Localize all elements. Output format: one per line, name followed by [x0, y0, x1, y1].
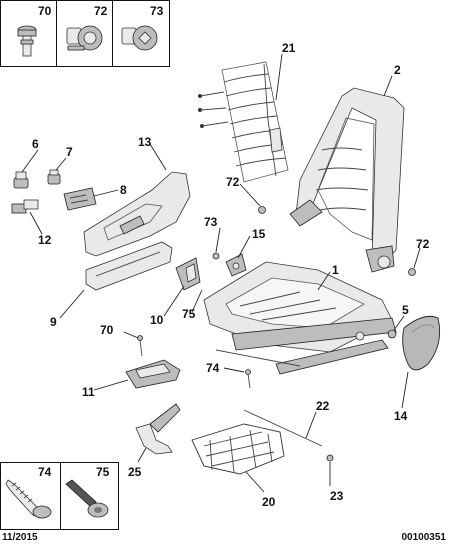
- callout-25: 25: [128, 465, 142, 479]
- fastener-number: 70: [38, 4, 52, 18]
- part-8-switch-module: [63, 187, 97, 211]
- callout-70: 70: [100, 323, 114, 337]
- part-12-clip: [11, 199, 39, 214]
- fastener-box-75: 75: [60, 462, 119, 530]
- callout-23: 23: [330, 489, 344, 503]
- callout-8: 8: [120, 183, 127, 197]
- footer-date: 11/2015: [2, 532, 38, 543]
- nut-icon: [66, 25, 103, 51]
- fastener-box-74: 74: [0, 462, 61, 530]
- callout-72-left: 72: [226, 175, 240, 189]
- callout-74: 74: [206, 361, 220, 375]
- part-15-bracket: [225, 253, 247, 277]
- callout-6: 6: [32, 137, 39, 151]
- part-73-screw: [212, 252, 220, 260]
- part-72-nut-left: [258, 206, 266, 214]
- shouldered-bolt-icon: [65, 479, 109, 518]
- part-14-side-cover: [402, 315, 441, 371]
- part-72-nut-right: [408, 268, 416, 276]
- callout-15: 15: [252, 227, 266, 241]
- callout-11: 11: [82, 385, 95, 399]
- callout-9: 9: [50, 315, 57, 329]
- leader-lines: [21, 53, 421, 493]
- callout-72-right: 72: [416, 237, 430, 251]
- part-21-backrest-spring-mat: [198, 61, 289, 183]
- footer-reference: 00100351: [401, 532, 447, 543]
- fastener-box-70: 70: [0, 0, 57, 67]
- fastener-number: 74: [38, 465, 52, 479]
- part-74-screw: [245, 369, 251, 389]
- nut-icon: [121, 25, 158, 51]
- callout-12: 12: [38, 233, 52, 247]
- part-11-cover: [125, 359, 181, 389]
- callout-2: 2: [394, 63, 401, 77]
- part-9-lower-trim: [85, 241, 173, 291]
- callout-7: 7: [66, 145, 73, 159]
- part-13-side-trim: [83, 171, 191, 257]
- callout-20: 20: [262, 495, 276, 509]
- part-2-backrest-frame: [289, 87, 405, 273]
- fastener-number: 75: [96, 465, 110, 479]
- fastener-box-73: 73: [112, 0, 170, 67]
- fastener-number: 72: [94, 4, 108, 18]
- bolt-icon: [17, 25, 37, 57]
- callout-5: 5: [402, 303, 409, 317]
- part-25-lever: [135, 403, 181, 455]
- part-22-rod: [243, 409, 323, 447]
- part-10-bracket: [175, 257, 201, 291]
- part-20-cushion-base: [191, 423, 285, 475]
- callout-14: 14: [394, 409, 408, 423]
- callout-10: 10: [150, 313, 164, 327]
- threaded-bolt-icon: [5, 479, 52, 519]
- part-1-seat-frame: [203, 261, 397, 375]
- callout-22: 22: [316, 399, 330, 413]
- callout-75: 75: [182, 307, 196, 321]
- part-6-clip: [13, 171, 29, 189]
- fastener-box-72: 72: [56, 0, 113, 67]
- part-23-bolt: [326, 454, 334, 462]
- part-5-screw: [387, 329, 397, 339]
- part-70-screw: [137, 335, 143, 357]
- callout-13: 13: [138, 135, 152, 149]
- callout-73: 73: [204, 215, 218, 229]
- callout-21: 21: [282, 41, 296, 55]
- callout-1: 1: [332, 263, 339, 277]
- part-7-clip: [47, 169, 61, 185]
- fastener-number: 73: [150, 4, 164, 18]
- callout-numbers: 21 2 72 13 6 7 8 12 73 15 72 1 9 10 75 5…: [32, 41, 430, 509]
